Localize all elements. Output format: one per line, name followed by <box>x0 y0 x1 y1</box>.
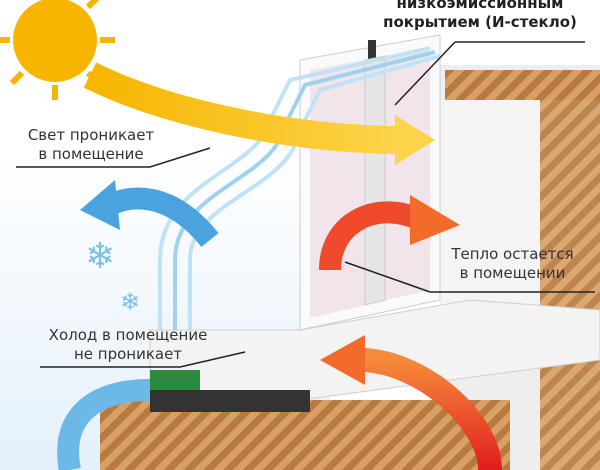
label-pointers <box>16 41 595 368</box>
light-arrow <box>83 62 401 154</box>
cold-label: Холод в помещение не проникает <box>8 326 248 364</box>
heat-label-line1: Тепло остается <box>451 245 574 263</box>
coating-label: низкоэмиссионным покрытием (И-стекло) <box>360 0 600 32</box>
heat-label: Тепло остается в помещении <box>425 245 600 283</box>
cold-label-line2: не проникает <box>73 345 183 363</box>
snowflake-icon: ❄ <box>120 288 140 316</box>
light-label: Свет проникает в помещение <box>6 126 176 164</box>
cold-arrows <box>57 180 219 470</box>
brick-wall-right <box>440 65 600 470</box>
heat-arrows <box>319 195 502 470</box>
light-label-line2: в помещение <box>38 145 144 163</box>
light-label-line1: Свет проникает <box>27 126 155 144</box>
coating-label-line1: низкоэмиссионным <box>396 0 564 12</box>
cold-label-line1: Холод в помещение <box>48 326 208 344</box>
coating-label-line2: покрытием (И-стекло) <box>383 13 577 31</box>
snowflake-icon: ❄ <box>85 236 115 277</box>
heat-label-line2: в помещении <box>459 264 566 282</box>
